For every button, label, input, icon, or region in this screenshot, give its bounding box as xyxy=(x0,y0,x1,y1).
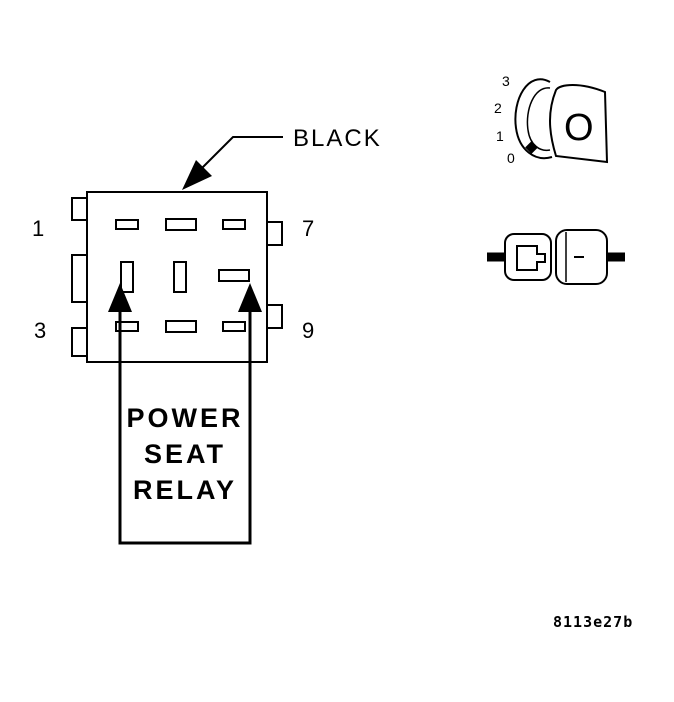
right-latch-top xyxy=(267,221,283,246)
cavity-7 xyxy=(222,219,246,230)
plug-male-pin xyxy=(516,245,546,271)
callout-leader-line xyxy=(199,136,283,171)
cavity-1 xyxy=(115,219,139,230)
pin-label-1: 1 xyxy=(32,216,44,241)
pin-label-3: 3 xyxy=(34,318,46,343)
relay-label-line3: RELAY xyxy=(133,475,237,505)
left-latch-middle xyxy=(71,254,87,303)
test-lead-loop xyxy=(118,310,252,545)
right-latch-bottom xyxy=(267,304,283,329)
left-latch-top xyxy=(71,197,87,221)
pin-label-7: 7 xyxy=(302,216,314,241)
dial-knob-outline xyxy=(514,78,553,160)
pin-label-9: 9 xyxy=(302,318,314,343)
test-lead-arrow-right xyxy=(238,283,262,312)
cavity-4 xyxy=(165,218,197,231)
callout-arrowhead xyxy=(182,160,212,190)
ohmmeter-icon: 3 2 1 0 O xyxy=(494,73,609,166)
cavity-5 xyxy=(173,261,187,293)
relay-label-line1: POWER xyxy=(126,403,243,433)
cavity-8 xyxy=(218,269,250,282)
dial-mark-3: 3 xyxy=(502,73,510,89)
left-latch-bottom xyxy=(71,327,87,357)
relay-test-leads xyxy=(108,283,262,545)
cavity-2 xyxy=(120,261,134,293)
test-lead-arrow-left xyxy=(108,283,132,312)
cavity-9 xyxy=(222,321,246,332)
dial-letter: O xyxy=(564,107,594,149)
cavity-6 xyxy=(165,320,197,333)
relay-connector xyxy=(71,191,283,363)
figure-code: 8113e27b xyxy=(553,613,633,631)
dial-mark-1: 1 xyxy=(496,128,504,144)
dial-mark-0: 0 xyxy=(507,150,515,166)
connector-body xyxy=(86,191,268,363)
cavity-3 xyxy=(115,321,139,332)
color-callout: BLACK xyxy=(182,125,382,190)
connector-plug-icon xyxy=(487,229,625,285)
dial-knob-rim xyxy=(526,87,551,152)
callout-label: BLACK xyxy=(293,125,382,152)
relay-label-line2: SEAT xyxy=(144,439,226,469)
dial-face xyxy=(549,84,609,164)
dial-mark-2: 2 xyxy=(494,100,502,116)
